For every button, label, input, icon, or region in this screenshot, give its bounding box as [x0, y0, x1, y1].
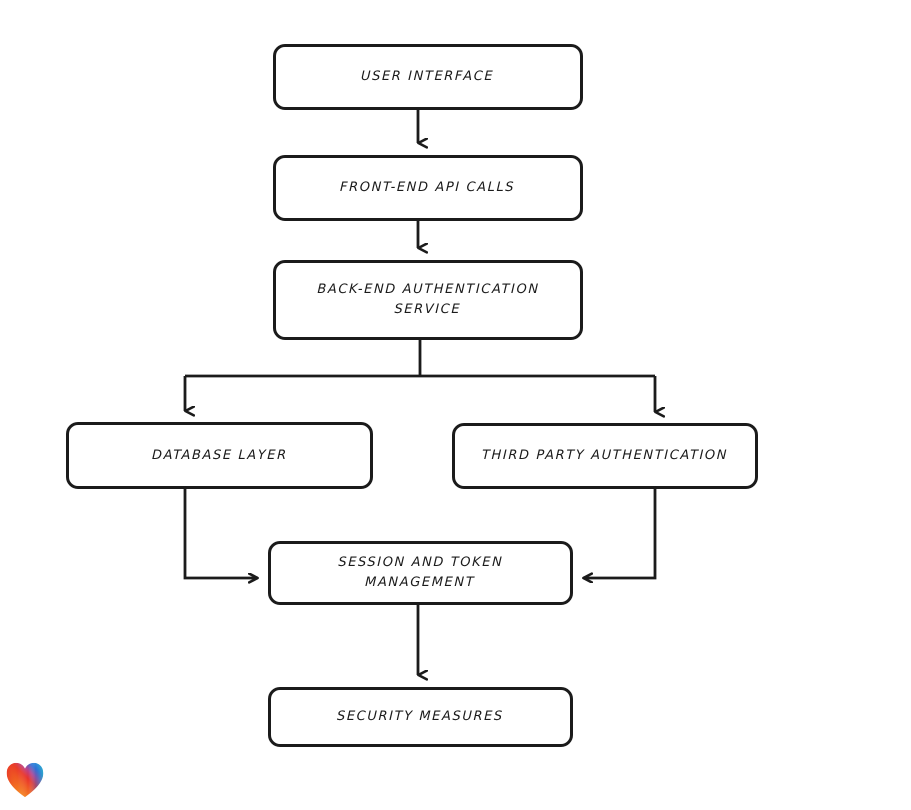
node-user-interface-label: User Interface: [361, 69, 495, 84]
node-session-and-token-management[interactable]: Session and Token Management: [268, 541, 573, 605]
node-session-and-token-management-label: Session and Token Management: [338, 555, 504, 590]
node-security-measures[interactable]: Security Measures: [268, 687, 573, 747]
node-backend-authentication-service[interactable]: Back-End Authentication Service: [273, 260, 583, 340]
node-third-party-authentication[interactable]: Third Party Authentication: [452, 423, 758, 489]
node-security-measures-label: Security Measures: [336, 709, 505, 724]
node-database-layer-label: Database Layer: [151, 447, 288, 463]
node-third-party-authentication-label: Third Party Authentication: [481, 448, 729, 463]
node-user-interface[interactable]: User Interface: [273, 44, 583, 110]
node-frontend-api-calls[interactable]: Front-End API Calls: [273, 155, 583, 221]
edge-third-party-auth-to-session-token: [583, 489, 657, 578]
edge-database-layer-to-session-token: [183, 489, 258, 578]
node-frontend-api-calls-label: Front-End API Calls: [340, 180, 516, 195]
node-backend-authentication-service-label: Back-End Authentication Service: [316, 282, 540, 317]
node-database-layer[interactable]: Database Layer: [66, 422, 373, 489]
heart-icon: [6, 762, 44, 798]
